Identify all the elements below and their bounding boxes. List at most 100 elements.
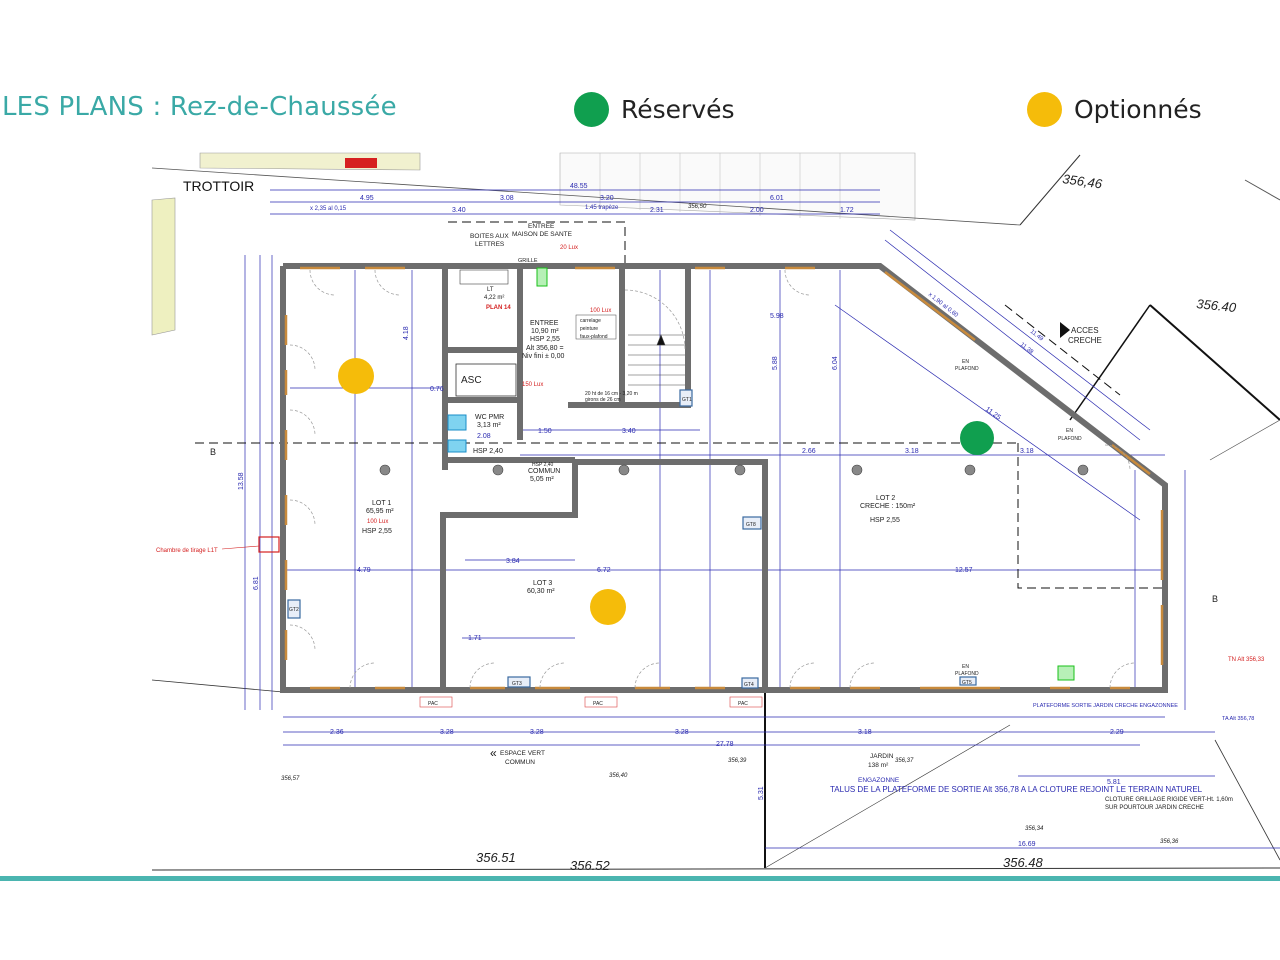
page-title: LES PLANS : Rez-de-Chaussée <box>2 92 397 122</box>
footer-accent-bar <box>0 876 1280 881</box>
green-space-label: COMMUN <box>505 759 535 766</box>
columns <box>379 464 1089 476</box>
tn-alt-label: TN Alt 356,33 <box>1228 657 1265 663</box>
dimension-label: 4.18 <box>403 326 410 340</box>
mailboxes <box>459 269 509 285</box>
elevation: 356.52 <box>570 858 611 873</box>
dimension-label: 2.00 <box>750 207 764 214</box>
finishes-table: carrelage peinture faux-plafond <box>575 314 617 340</box>
dimension-label: 3.18 <box>1020 448 1034 455</box>
dimension-label: 0.76 <box>430 386 444 393</box>
fence-note: SUR POURTOUR JARDIN CRECHE <box>1105 805 1204 811</box>
dimension-label: 6.72 <box>597 567 611 574</box>
lot1-label: LOT 1 <box>372 500 391 507</box>
dimension-label: 2.29 <box>1110 729 1124 736</box>
gt-label: GT4 <box>744 682 754 688</box>
grille-label: GRILLE <box>518 258 538 264</box>
dimension-lines <box>244 189 1280 849</box>
lot1-lux: 100 Lux <box>367 519 388 525</box>
dimension-label: 3.28 <box>440 729 454 736</box>
green-dot-icon <box>574 92 609 127</box>
hsp-label: HSP 2,40 <box>473 448 503 455</box>
finish-item: faux-plafond <box>580 334 608 340</box>
lux-label: 100 Lux <box>590 308 611 314</box>
dimension-label: 6.01 <box>770 195 784 202</box>
dimension-label: 2.66 <box>802 448 816 455</box>
dimension-label: 2.36 <box>330 729 344 736</box>
dimension-label: 2.08 <box>477 433 491 440</box>
mailbox-label: BOITES AUX <box>470 233 509 240</box>
lot1-area: 65,95 m² <box>366 508 394 515</box>
lawn-label: ENGAZONNE <box>858 777 900 784</box>
pac-units <box>419 696 763 708</box>
acces-label: ACCES <box>1071 326 1099 335</box>
wc-label: WC PMR <box>475 414 504 421</box>
entrance-label: MAISON DE SANTE <box>512 231 573 238</box>
door-swings <box>289 269 1136 689</box>
elevator-shaft <box>455 363 517 397</box>
wc-area: 3,13 m² <box>477 422 501 429</box>
elevation: 356,46 <box>1062 171 1104 191</box>
section-mark: B <box>1212 594 1218 604</box>
dimension-label: 2.31 <box>650 207 664 214</box>
section-line <box>195 221 1165 589</box>
finish-item: peinture <box>580 326 598 332</box>
staircase <box>628 334 685 386</box>
elevation: 356,40 <box>609 773 628 779</box>
elevation: 356,50 <box>688 204 707 210</box>
dimension-labels: 48.55 4.95 3.08 3.20 6.01 3.40 2.31 1.72… <box>238 183 1124 848</box>
pac-label: PAC <box>738 701 748 707</box>
dimension-label: 3.40 <box>622 428 636 435</box>
fence-note: CLOTURE GRILLAGE RIGIDE VERT-Ht. 1,60m <box>1105 797 1233 803</box>
dimension-label: 16.69 <box>1018 841 1036 848</box>
acces-label: CRECHE <box>1068 336 1102 345</box>
dimension-label: 4.79 <box>357 567 371 574</box>
lot3-optioned-marker[interactable] <box>590 589 626 625</box>
lux-label: 20 Lux <box>560 245 578 251</box>
entree-level: Niv fini ± 0,00 <box>522 353 564 360</box>
gt-label: GT3 <box>512 681 522 687</box>
elevation: 356,34 <box>1025 826 1044 832</box>
lux-label: 150 Lux <box>522 382 543 388</box>
dimension-label: 6.04 <box>832 356 839 370</box>
dimension-label: 3.40 <box>452 207 466 214</box>
platform-note: PLATEFORME SORTIE JARDIN CRECHE ENGAZONN… <box>1033 703 1178 709</box>
dimension-label: 27.78 <box>716 741 734 748</box>
entree-hsp: HSP 2,55 <box>530 336 560 343</box>
garden-label: JARDIN <box>870 753 894 760</box>
legend-optioned: Optionnés <box>1027 92 1202 127</box>
lot2-hsp: HSP 2,55 <box>870 517 900 524</box>
dimension-label: 11.49 <box>1029 329 1045 343</box>
arrow-icon <box>1060 322 1070 338</box>
pac-label: PAC <box>593 701 603 707</box>
pac-label: PAC <box>428 701 438 707</box>
cable-chamber <box>258 536 280 553</box>
gt-label: GT8 <box>746 522 756 528</box>
ta-alt-label: TA Alt 356,78 <box>1222 716 1254 722</box>
entrance-label: ENTREE <box>528 223 555 230</box>
entree-label: ENTREE <box>530 320 559 327</box>
dimension-label: 3.28 <box>675 729 689 736</box>
dimension-label: 3.84 <box>506 558 520 565</box>
ceiling-note: PLAFOND <box>1058 436 1082 442</box>
commun-area: 5,05 m² <box>530 476 554 483</box>
surroundings <box>151 152 1280 871</box>
dimension-label: 4.95 <box>360 195 374 202</box>
legend-label: Optionnés <box>1074 95 1202 124</box>
dimension-label: 1.45 trapèze <box>585 205 619 211</box>
lot1-optioned-marker[interactable] <box>338 358 374 394</box>
orange-dot-icon <box>1027 92 1062 127</box>
lot3-label: LOT 3 <box>533 580 552 587</box>
ceiling-note: EN <box>962 664 969 670</box>
dimension-label: 3.08 <box>500 195 514 202</box>
legend-reserved: Réservés <box>574 92 735 127</box>
dimension-label: 11.25 <box>984 406 1002 422</box>
lot2-reserved-marker[interactable] <box>960 421 994 455</box>
ceiling-note: PLAFOND <box>955 671 979 677</box>
toilet-icon <box>447 414 467 431</box>
dimension-label: 13.58 <box>238 472 245 490</box>
lot2-area: CRECHE : 150m² <box>860 503 916 510</box>
street-label: TROTTOIR <box>183 178 254 194</box>
dimension-label: 5.31 <box>758 786 765 800</box>
lt-area: 4,22 m² <box>484 295 504 301</box>
